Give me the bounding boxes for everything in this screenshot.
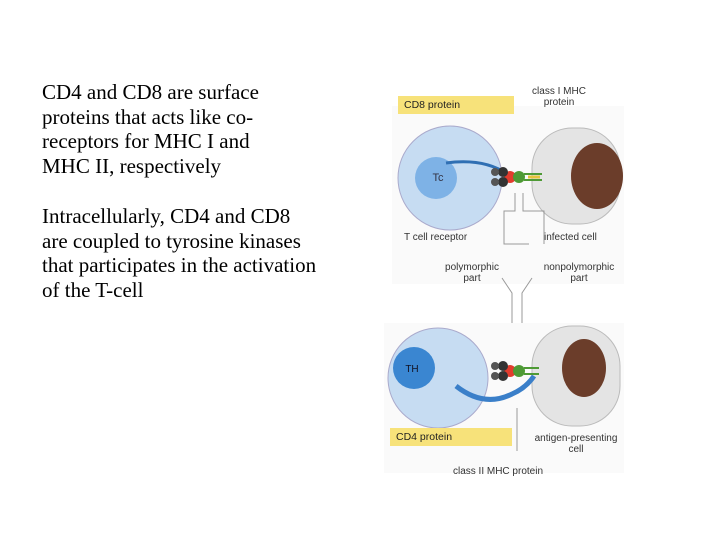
apc-nucleus — [562, 339, 606, 397]
nonpolymorphic-part-label: nonpolymorphic part — [543, 262, 615, 284]
bottom-receptor-complex — [491, 361, 539, 381]
diagram-graphic — [384, 106, 624, 473]
cd4-protein-label: CD4 protein — [390, 428, 512, 446]
slide-text: CD4 and CD8 are surface proteins that ac… — [42, 80, 372, 328]
th-nucleus — [393, 347, 435, 389]
pointer-line-top-2 — [522, 193, 545, 244]
t-cell-receptor-label: T cell receptor — [404, 232, 468, 243]
antigen-presenting-cell-label: antigen-presenting cell — [534, 433, 618, 455]
infected-cell-label: infected cell — [544, 232, 597, 243]
cd4-cd8-diagram: CD8 protein class I MHC protein Tc T cel… — [384, 78, 624, 488]
tc-label: Tc — [432, 172, 444, 184]
paragraph-coreceptors: CD4 and CD8 are surface proteins that ac… — [42, 80, 259, 178]
class-ii-mhc-label: class II MHC protein — [452, 466, 544, 477]
pointer-line-top — [503, 193, 529, 245]
class-i-mhc-label: class I MHC protein — [532, 86, 586, 108]
cd4-arm — [454, 374, 537, 402]
tc-nucleus — [415, 157, 457, 199]
cd8-protein-label: CD8 protein — [398, 96, 514, 114]
polymorphic-part-label: polymorphic part — [445, 262, 499, 284]
top-receptor-complex — [491, 167, 542, 187]
paragraph-tyrosine-kinases: Intracellularly, CD4 and CD8 are coupled… — [42, 204, 317, 302]
infected-cell-nucleus — [571, 143, 623, 209]
th-label: TH — [405, 364, 419, 375]
